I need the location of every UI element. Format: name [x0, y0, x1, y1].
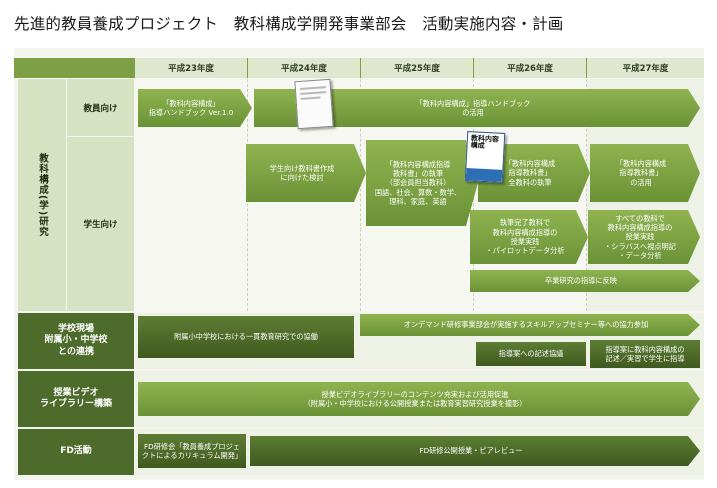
fd-label-text: FD活動: [60, 446, 92, 457]
fd-review-arrow: FD研修公開授業・ピアレビュー: [250, 436, 700, 466]
teachers-label: 教員向け: [67, 79, 134, 136]
activity-plan-table: 平成23年度 平成24年度 平成25年度 平成26年度 平成27年度 教科構成(…: [14, 48, 704, 480]
book-stripe: [465, 168, 503, 182]
video-library-arrow: 授業ビデオライブラリーのコンテンツ充実および活用促進 （附属小・中学校における公…: [138, 382, 700, 416]
page-title: 先進的教員養成プロジェクト 教科構成学開発事業部会 活動実施内容・計画: [14, 15, 564, 33]
handbook-cover-line: [299, 86, 326, 90]
video-library-label-text: 授業ビデオ ライブラリー構築: [39, 387, 112, 409]
textbook-writing-arrow: 「教科内容構成指導 教科書」の執筆 （部会員担当教科） 国語、社会、算数・数学、…: [366, 140, 478, 226]
fd-label: FD活動: [18, 429, 134, 475]
pilot-practice-arrow: 執筆完了教科で 教科内容構成指導の 授業実践 ・パイロットデータ分析: [470, 210, 588, 264]
year-header-26: 平成26年度: [474, 58, 586, 78]
handbook-cover-image: [294, 78, 334, 130]
textbook-use-arrow: 「教科内容構成 指導教科書」 の活用: [590, 144, 700, 202]
thesis-arrow: 卒業研究の指導に反映: [470, 270, 700, 292]
textbook-study-arrow: 学生向け教科書作成 に向けた検討: [246, 144, 366, 202]
plan-teaching-box: 指導案に教科内容構成の 記述／実習で学生に指導: [590, 340, 700, 368]
school-joint-box: 附属小中学校における一貫教育研究での協働: [138, 316, 354, 358]
textbook-cover-image: 教科内容 構成: [464, 131, 506, 183]
year-header-25: 平成25年度: [361, 58, 473, 78]
handbook-cover-line: [300, 91, 327, 95]
research-group-label: 教科構成(学)研究: [18, 79, 66, 311]
all-subjects-arrow: すべての教科で 教科内容構成指導の 授業実践 ・シラバスへ視点明記 ・データ分析: [588, 210, 700, 264]
book-title: 教科内容 構成: [470, 134, 500, 151]
video-library-label: 授業ビデオ ライブラリー構築: [18, 371, 134, 427]
school-seminar-arrow: オンデマンド研修事業部会が実施するスキルアップセミナー等への協力参加: [360, 314, 700, 336]
year-header-24: 平成24年度: [248, 58, 360, 78]
students-label: 学生向け: [67, 137, 134, 311]
handbook-cover-line: [300, 96, 321, 100]
year-header-27: 平成27年度: [587, 58, 704, 78]
school-site-label-text: 学校現場 附属小・中学校 との連携: [44, 324, 108, 357]
plan-writing-box: 指導案への記述協議: [476, 342, 586, 366]
fd-workshop-box: FD研修会「教員養成プロジェ クトによるカリキュラム開発」: [138, 434, 246, 468]
year-header-23: 平成23年度: [135, 58, 247, 78]
handbook-v1-arrow: 「教科内容構成」 指導ハンドブック Ver.1.0: [138, 89, 252, 127]
school-site-label: 学校現場 附属小・中学校 との連携: [18, 313, 134, 369]
